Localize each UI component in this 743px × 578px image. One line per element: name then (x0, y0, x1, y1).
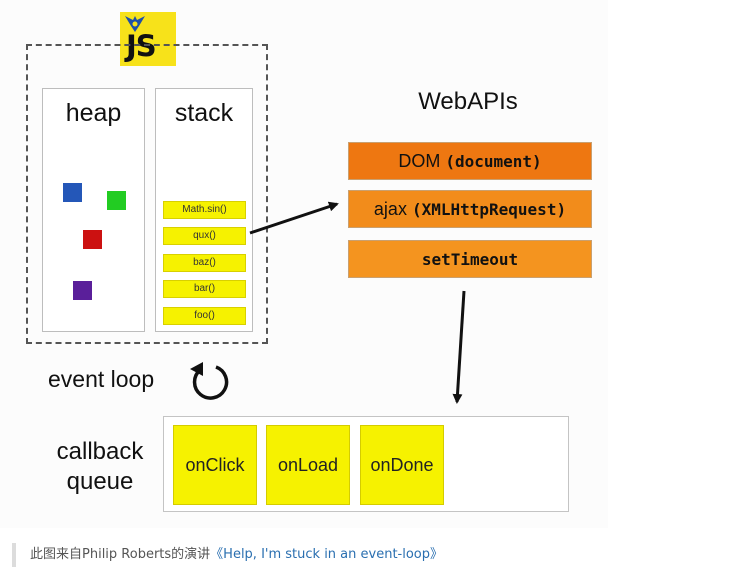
js-logo: JS (120, 12, 176, 66)
stack-frame: foo() (163, 307, 246, 325)
flow-arrows (249, 201, 466, 404)
callback-item: onClick (173, 425, 257, 505)
stack-frame: bar() (163, 280, 246, 298)
heap-object (63, 183, 82, 202)
webapi-dom-code: (document) (445, 151, 542, 171)
stack-title: stack (174, 99, 234, 127)
callback-item: onLoad (266, 425, 350, 505)
stack-frame: baz() (163, 254, 246, 272)
callback-queue-label-line2: queue (66, 468, 134, 495)
callback-queue-label-line1: callback (56, 438, 144, 465)
stack-frame: qux() (163, 227, 246, 245)
webapi-ajax: ajax (XMLHttpRequest) (348, 190, 592, 228)
caption-text: 此图来自Philip Roberts的演讲 (30, 547, 211, 562)
callback-queue-label: callback queue (44, 437, 156, 497)
image-caption: 此图来自Philip Roberts的演讲《Help, I'm stuck in… (12, 543, 443, 567)
js-mascot-icon (125, 16, 145, 32)
js-logo-text: JS (126, 29, 157, 63)
caption-link[interactable]: 《Help, I'm stuck in an event-loop》 (210, 547, 444, 562)
heap-object (73, 281, 92, 300)
heap-panel: heap (42, 88, 145, 332)
webapi-dom: DOM (document) (348, 142, 592, 180)
event-loop-diagram: JS heap stack Math.sin() qux() baz() bar… (26, 12, 592, 512)
js-runtime-boundary (26, 44, 268, 344)
webapi-settimeout: setTimeout (348, 240, 592, 278)
heap-object (83, 230, 102, 249)
webapis-title: WebAPIs (418, 88, 518, 115)
arrow-webapis-to-queue (452, 290, 466, 404)
callback-item: onDone (360, 425, 444, 505)
webapi-settimeout-code: setTimeout (421, 249, 519, 269)
heap-title: heap (65, 99, 122, 127)
webapi-ajax-code: (XMLHttpRequest) (411, 199, 567, 219)
stack-frame: Math.sin() (163, 201, 246, 219)
webapi-dom-label: DOM (398, 150, 446, 171)
event-loop-label: event loop (48, 366, 155, 392)
heap-object (107, 191, 126, 210)
arrow-stack-to-webapis (249, 201, 339, 235)
webapi-ajax-label: ajax (373, 198, 412, 219)
loop-arrow-icon (190, 362, 229, 400)
